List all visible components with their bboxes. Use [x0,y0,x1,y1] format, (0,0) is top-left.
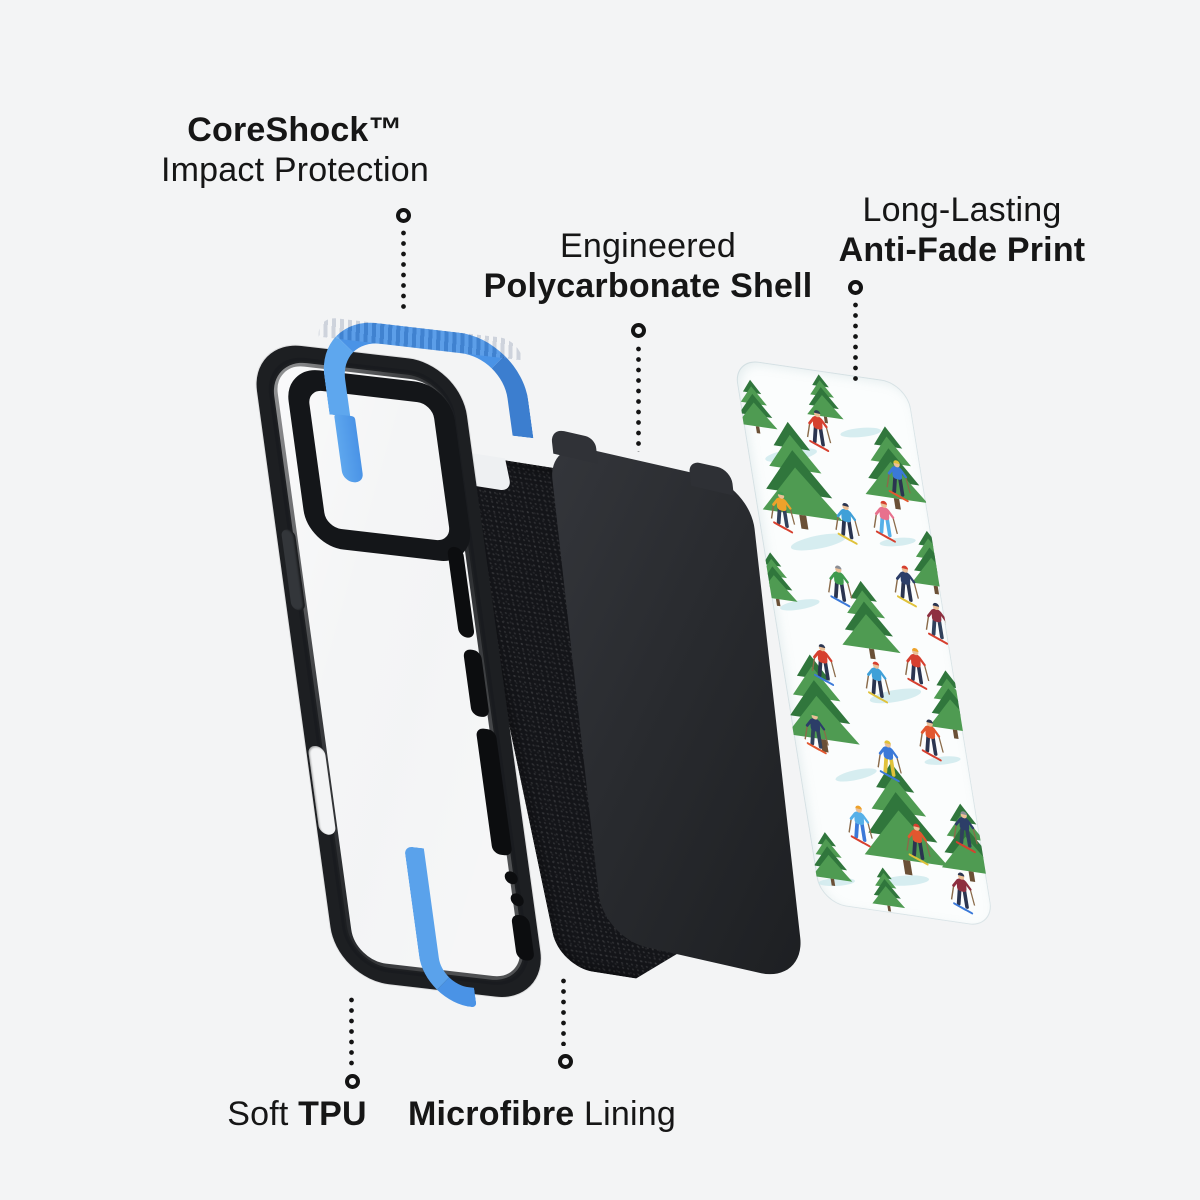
leader-dots-lining [561,976,566,1046]
callout-shell: Engineered Polycarbonate Shell [448,226,848,306]
callout-shell-line2: Polycarbonate Shell [483,267,813,306]
callout-tpu-regular: Soft [227,1095,299,1133]
leader-dots-print [853,300,858,382]
callout-print: Long-Lasting Anti-Fade Print [762,190,1162,270]
shell-camera-ear-left [550,428,598,464]
callout-print-line2: Anti-Fade Print [838,231,1086,270]
leader-dots-shell [636,344,641,452]
callout-lining: Microfibre Lining [392,1094,692,1134]
callout-lining-regular: Lining [574,1095,676,1133]
callout-tpu-bold: TPU [298,1095,367,1133]
shell-camera-ear-right [688,460,734,496]
leader-ring-shell-icon [631,323,646,338]
coreshock-texture [316,316,523,361]
callout-shell-line1: Engineered [560,227,736,265]
leader-ring-coreshock-icon [396,208,411,223]
callout-tpu: Soft TPU [147,1094,447,1134]
ski-pattern-art [737,374,995,915]
leader-ring-print-icon [848,280,863,295]
printed-backplate [733,358,995,929]
callout-lining-bold: Microfibre [408,1095,575,1133]
leader-ring-tpu-icon [345,1074,360,1089]
callout-coreshock-title: CoreShock™ [187,111,403,149]
callout-coreshock: CoreShock™ Impact Protection [95,110,495,190]
callout-print-line1: Long-Lasting [862,191,1062,229]
leader-dots-tpu [349,995,354,1067]
leader-ring-lining-icon [558,1054,573,1069]
leader-dots-coreshock [401,228,406,312]
callout-coreshock-subtitle: Impact Protection [161,151,429,190]
